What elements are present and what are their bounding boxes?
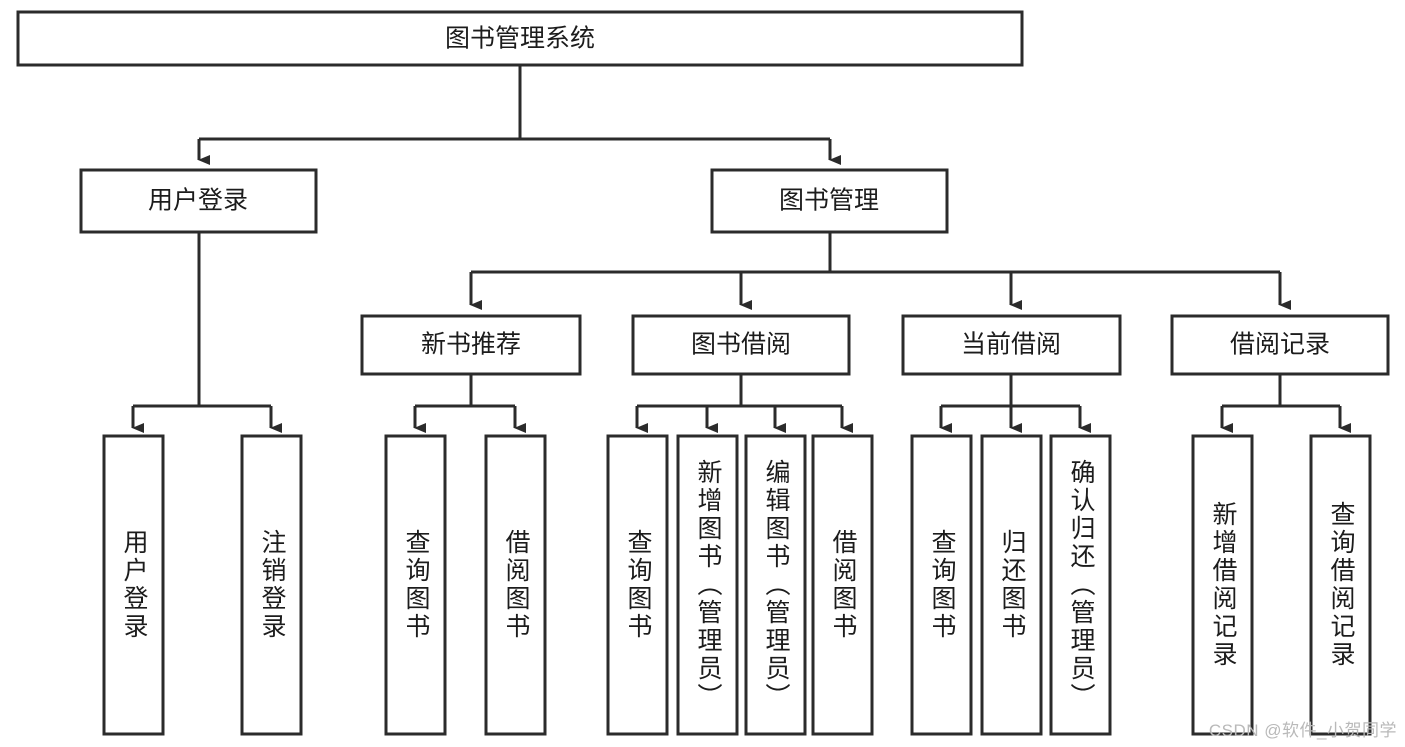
leaf-box-user-login-1[interactable] bbox=[102, 434, 165, 736]
leaf-box-new-book-1[interactable] bbox=[384, 434, 447, 736]
node-book-borrow[interactable]: 图书借阅 bbox=[631, 314, 851, 376]
node-root-label: 图书管理系统 bbox=[445, 25, 595, 53]
watermark-text: CSDN @软件_小贺同学 bbox=[1208, 721, 1397, 740]
node-book-manage[interactable]: 图书管理 bbox=[710, 168, 949, 234]
node-borrow-record[interactable]: 借阅记录 bbox=[1170, 314, 1390, 376]
connector-layer bbox=[131, 65, 1351, 433]
leaf-box-current-borrow-2[interactable] bbox=[980, 434, 1043, 736]
leaf-box-user-login-2[interactable] bbox=[240, 434, 303, 736]
leaf-rect-layer bbox=[102, 434, 1372, 736]
leaf-box-current-borrow-1[interactable] bbox=[910, 434, 973, 736]
leaf-box-borrow-record-2[interactable] bbox=[1309, 434, 1372, 736]
leaf-box-borrow-record-1[interactable] bbox=[1191, 434, 1254, 736]
node-root[interactable]: 图书管理系统 bbox=[16, 10, 1024, 67]
leaf-box-current-borrow-3[interactable] bbox=[1049, 434, 1112, 736]
node-book-borrow-label: 图书借阅 bbox=[691, 331, 791, 359]
node-borrow-record-label: 借阅记录 bbox=[1230, 331, 1330, 359]
node-user-login-label: 用户登录 bbox=[148, 187, 248, 215]
leaf-box-book-borrow-3[interactable] bbox=[744, 434, 807, 736]
node-user-login[interactable]: 用户登录 bbox=[79, 168, 318, 234]
node-current-borrow[interactable]: 当前借阅 bbox=[901, 314, 1122, 376]
node-book-manage-label: 图书管理 bbox=[779, 187, 879, 215]
node-layer: 图书管理系统 用户登录 图书管理 新书推荐 图书借阅 当前 bbox=[16, 10, 1390, 736]
leaf-box-book-borrow-2[interactable] bbox=[676, 434, 739, 736]
node-new-book-recommend[interactable]: 新书推荐 bbox=[360, 314, 582, 376]
leaf-box-book-borrow-1[interactable] bbox=[606, 434, 669, 736]
leaf-box-book-borrow-4[interactable] bbox=[811, 434, 874, 736]
node-new-book-recommend-label: 新书推荐 bbox=[421, 331, 521, 359]
leaf-box-new-book-2[interactable] bbox=[484, 434, 547, 736]
node-current-borrow-label: 当前借阅 bbox=[961, 331, 1061, 359]
